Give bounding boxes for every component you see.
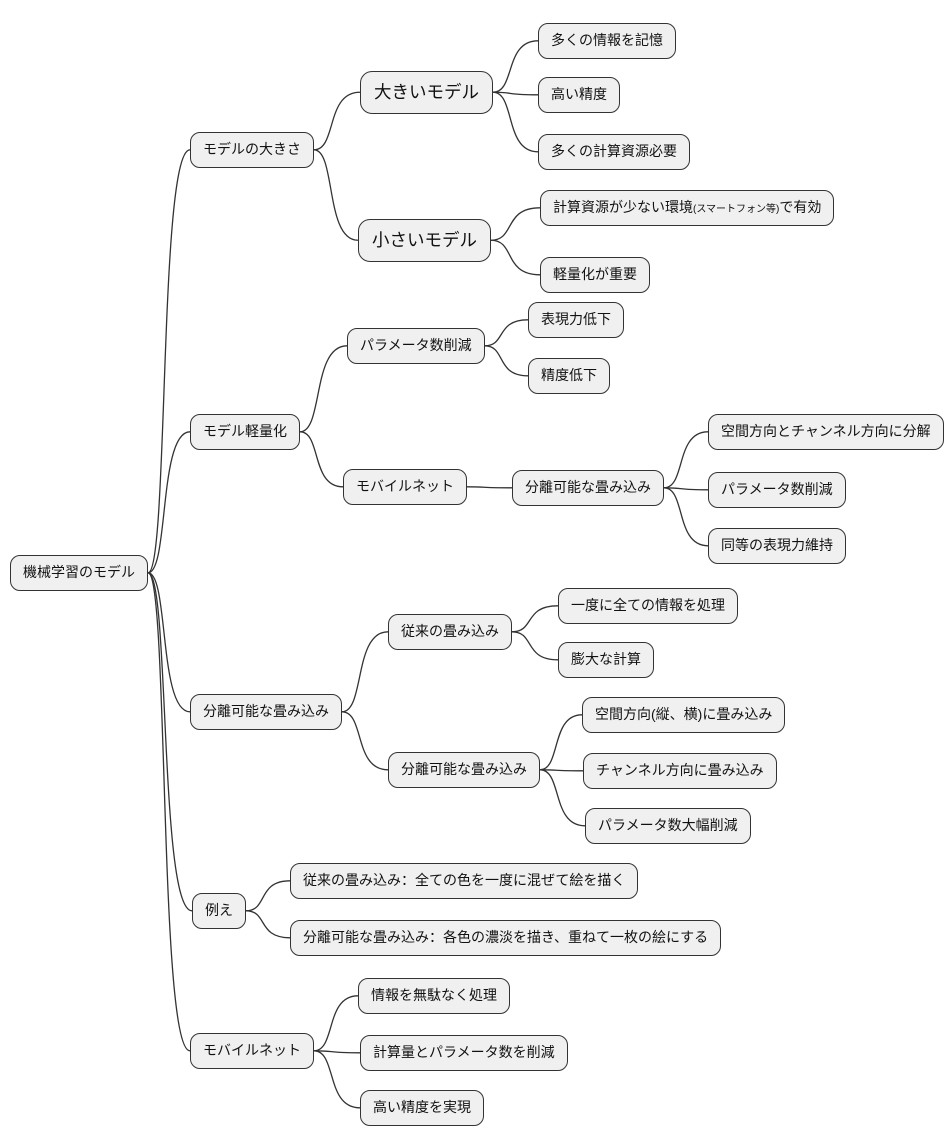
node-large-parameter-reduction[interactable]: パラメータ数大幅削減 — [585, 808, 751, 844]
node-analogy-separable[interactable]: 分離可能な畳み込み：各色の濃淡を描き、重ねて一枚の絵にする — [290, 920, 722, 956]
node-label: パラメータ数削減 — [721, 481, 833, 497]
node-keep-expressiveness[interactable]: 同等の表現力維持 — [708, 528, 846, 564]
node-separable-convolution-main[interactable]: 分離可能な畳み込み — [190, 694, 342, 730]
node-label: 計算量とパラメータ数を削減 — [373, 1044, 555, 1060]
node-mobilenet[interactable]: モバイルネット — [343, 469, 467, 505]
node-efficient-processing[interactable]: 情報を無駄なく処理 — [358, 978, 510, 1014]
node-reduce-compute-and-params[interactable]: 計算量とパラメータ数を削減 — [360, 1035, 568, 1071]
node-label-part: 計算資源が少ない環境 — [553, 199, 693, 215]
node-parameter-reduction-2[interactable]: パラメータ数削減 — [708, 472, 846, 508]
node-mobilenet-main[interactable]: モバイルネット — [190, 1033, 314, 1069]
node-separable-convolution-2[interactable]: 分離可能な畳み込み — [388, 752, 540, 788]
node-spatial-convolution[interactable]: 空間方向(縦、横)に畳み込み — [582, 697, 786, 733]
node-high-accuracy[interactable]: 高い精度 — [538, 77, 620, 113]
node-process-all-at-once[interactable]: 一度に全ての情報を処理 — [558, 588, 738, 624]
node-expressiveness-drop[interactable]: 表現力低下 — [528, 302, 624, 338]
node-decompose-spatial-channel[interactable]: 空間方向とチャンネル方向に分解 — [708, 414, 944, 450]
node-label: 高い精度を実現 — [373, 1099, 471, 1115]
node-effective-in-low-compute-env[interactable]: 計算資源が少ない環境(スマートフォン等)で有効 — [540, 190, 835, 226]
node-label: モバイルネット — [356, 478, 454, 494]
node-label: モデル軽量化 — [203, 423, 287, 439]
node-large-model[interactable]: 大きいモデル — [360, 71, 493, 114]
node-needs-much-compute[interactable]: 多くの計算資源必要 — [538, 134, 690, 170]
node-analogy[interactable]: 例え — [192, 893, 246, 929]
node-label: 分離可能な畳み込み：各色の濃淡を描き、重ねて一枚の絵にする — [303, 929, 709, 945]
node-label: 多くの情報を記憶 — [551, 32, 663, 48]
node-label: 膨大な計算 — [571, 651, 641, 667]
node-achieve-high-accuracy[interactable]: 高い精度を実現 — [360, 1090, 484, 1126]
node-conventional-convolution[interactable]: 従来の畳み込み — [388, 614, 512, 650]
node-label: パラメータ数削減 — [360, 337, 472, 353]
node-label: 小さいモデル — [372, 230, 477, 250]
node-small-model[interactable]: 小さいモデル — [358, 219, 491, 262]
node-huge-computation[interactable]: 膨大な計算 — [558, 642, 654, 678]
node-label: 表現力低下 — [541, 311, 611, 327]
node-label: 分離可能な畳み込み — [203, 703, 329, 719]
node-label: 精度低下 — [541, 367, 597, 383]
node-label: モバイルネット — [203, 1042, 301, 1058]
node-label: モデルの大きさ — [203, 141, 301, 157]
node-label: 分離可能な畳み込み — [525, 479, 651, 495]
node-label: 軽量化が重要 — [553, 266, 637, 282]
node-label: チャンネル方向に畳み込み — [596, 762, 764, 778]
node-label-part-small: (スマートフォン等) — [693, 204, 780, 215]
node-label: 例え — [205, 902, 233, 918]
node-parameter-reduction[interactable]: パラメータ数削減 — [347, 328, 485, 364]
node-label: 従来の畳み込み — [401, 623, 499, 639]
node-label: 情報を無駄なく処理 — [371, 987, 497, 1003]
node-machine-learning-models[interactable]: 機械学習のモデル — [10, 555, 148, 591]
node-label: 空間方向(縦、横)に畳み込み — [595, 706, 773, 722]
node-label: 一度に全ての情報を処理 — [571, 597, 725, 613]
node-lightweight-important[interactable]: 軽量化が重要 — [540, 257, 650, 293]
node-model-compression[interactable]: モデル軽量化 — [190, 414, 300, 450]
node-memorize-much-info[interactable]: 多くの情報を記憶 — [538, 23, 676, 59]
node-label: 機械学習のモデル — [23, 564, 135, 580]
node-label-part: で有効 — [779, 199, 822, 215]
node-label: 多くの計算資源必要 — [551, 143, 677, 159]
node-label: 高い精度 — [551, 86, 607, 102]
node-channel-convolution[interactable]: チャンネル方向に畳み込み — [583, 753, 777, 789]
node-label: 空間方向とチャンネル方向に分解 — [721, 423, 931, 439]
node-accuracy-drop[interactable]: 精度低下 — [528, 358, 610, 394]
node-label: 分離可能な畳み込み — [401, 761, 527, 777]
node-analogy-conventional[interactable]: 従来の畳み込み：全ての色を一度に混ぜて絵を描く — [290, 863, 639, 899]
node-model-size[interactable]: モデルの大きさ — [190, 132, 314, 168]
node-label: 従来の畳み込み：全ての色を一度に混ぜて絵を描く — [303, 872, 626, 888]
node-label: パラメータ数大幅削減 — [598, 817, 738, 833]
node-separable-convolution[interactable]: 分離可能な畳み込み — [512, 470, 664, 506]
node-label: 同等の表現力維持 — [721, 537, 833, 553]
node-label: 大きいモデル — [374, 82, 479, 102]
